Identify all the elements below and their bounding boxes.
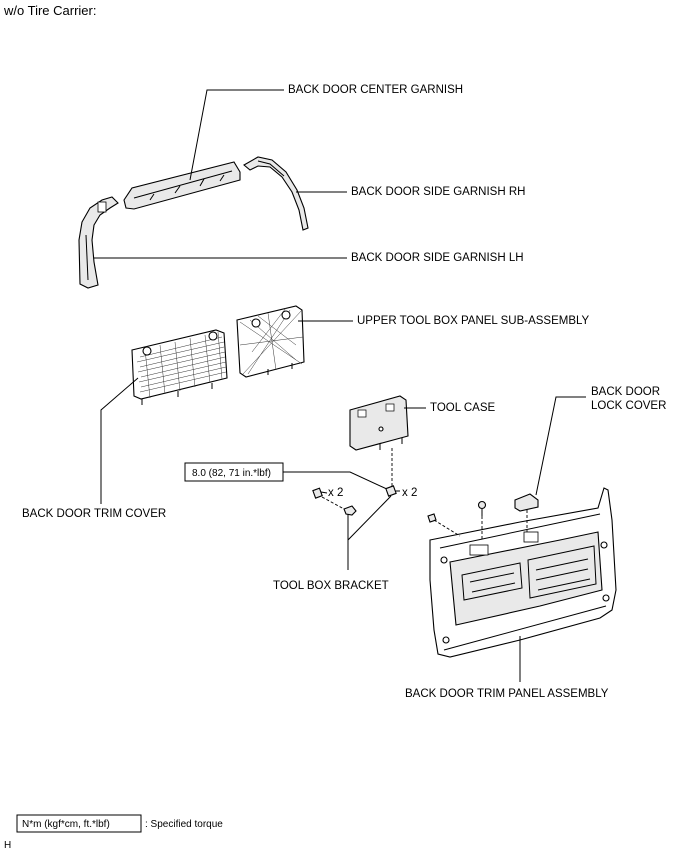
back-door-center-garnish-part [123, 161, 241, 210]
leader-lock-cover [535, 396, 586, 496]
back-door-trim-panel-part [429, 487, 617, 658]
label-back-door-side-garnish-lh: BACK DOOR SIDE GARNISH LH [351, 252, 524, 264]
leader-torque [283, 471, 390, 491]
diagram-title: w/o Tire Carrier: [3, 3, 96, 18]
label-upper-tool-box-panel: UPPER TOOL BOX PANEL SUB-ASSEMBLY [357, 315, 590, 327]
tool-box-bracket-part [343, 505, 357, 516]
quantity-left: x 2 [328, 487, 343, 499]
tool-case-part [349, 395, 409, 451]
leader-center-garnish [189, 89, 284, 181]
label-tool-box-bracket: TOOL BOX BRACKET [273, 580, 389, 592]
label-back-door-trim-panel: BACK DOOR TRIM PANEL ASSEMBLY [405, 688, 609, 700]
screw-left-install-line [433, 519, 461, 537]
footer-code: H [4, 840, 11, 851]
back-door-trim-cover-part [131, 329, 228, 405]
label-back-door-trim-cover: BACK DOOR TRIM COVER [22, 508, 166, 520]
bracket-bolt-left [312, 487, 328, 499]
back-door-side-garnish-rh-part [243, 156, 309, 231]
upper-tool-box-panel-part [236, 305, 305, 378]
bracket-bolt-right [385, 485, 400, 497]
label-lock-cover-line2: LOCK COVER [591, 400, 666, 412]
trim-panel-screw-center [477, 500, 487, 516]
legend-box-text: N*m (kgf*cm, ft.*lbf) [22, 819, 110, 830]
torque-spec-value: 8.0 (82, 71 in.*lbf) [192, 468, 271, 479]
back-door-lock-cover-part [514, 493, 539, 512]
label-back-door-side-garnish-rh: BACK DOOR SIDE GARNISH RH [351, 186, 525, 198]
bracket-install-line [321, 496, 345, 510]
label-lock-cover-line1: BACK DOOR [591, 386, 660, 398]
quantity-right: x 2 [402, 487, 417, 499]
leader-trim-cover [100, 377, 139, 504]
label-back-door-center-garnish: BACK DOOR CENTER GARNISH [288, 84, 463, 96]
back-door-side-garnish-lh-part [78, 196, 119, 289]
leader-bracket-b [347, 495, 392, 541]
legend-description: : Specified torque [145, 819, 223, 830]
legend-box [16, 814, 142, 833]
label-tool-case: TOOL CASE [430, 402, 496, 414]
